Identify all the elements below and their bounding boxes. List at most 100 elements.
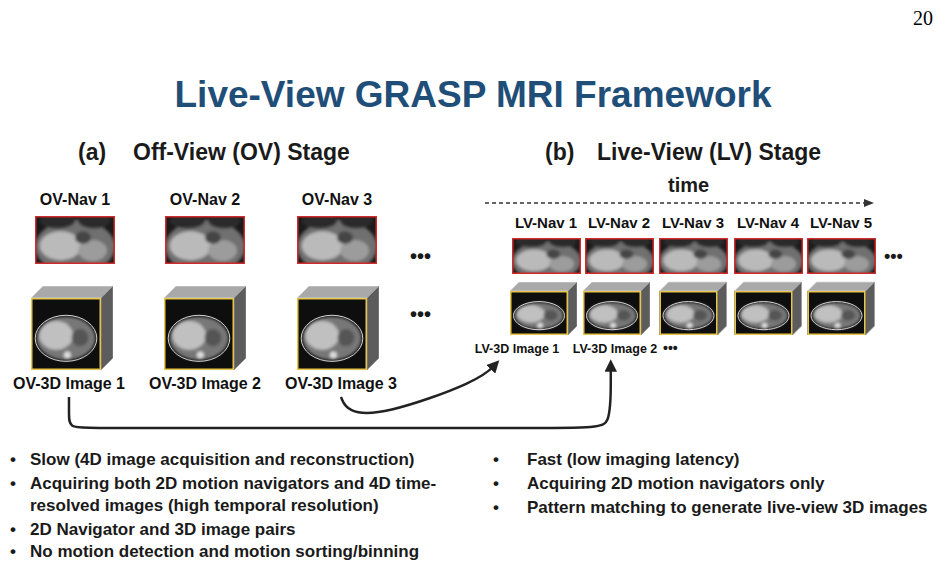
label-wrap: Live-View (LV) Stage — [597, 139, 821, 167]
cube-top-face — [583, 282, 650, 291]
volume-cube: LV-3D Image 1 — [475, 282, 577, 357]
skin-outline — [586, 302, 637, 330]
nav-image-anatomy — [659, 238, 728, 274]
liver-slice — [172, 321, 206, 350]
cube-front-ground — [660, 291, 718, 335]
spine-slice — [537, 323, 543, 329]
navigator-frame: LV-Nav 3 — [659, 214, 728, 274]
label-wrap: ••• — [410, 244, 431, 268]
organ-slice — [841, 310, 855, 321]
cube-front-ground — [735, 291, 793, 335]
cube-front-ground — [808, 291, 866, 335]
axis-label: time — [668, 173, 709, 197]
spine-slice — [687, 323, 693, 329]
nav-image-border — [512, 239, 580, 274]
navigator-image — [35, 216, 115, 264]
navigator-frame: LV-Nav 2 — [585, 214, 654, 274]
lung-region — [340, 216, 372, 228]
slide-title: Live-View GRASP MRI Framework — [175, 73, 772, 117]
cube-top-face — [297, 286, 379, 298]
stomach-region — [205, 231, 221, 243]
cube-front-border — [510, 292, 567, 335]
cube-side-face — [101, 286, 113, 370]
cube-side-face — [234, 286, 246, 370]
liver-region — [302, 231, 344, 260]
volume-cube: OV-3D Image 1 — [13, 286, 125, 394]
navigator-frame: LV-Nav 1 — [512, 214, 581, 274]
abdomen-slice — [812, 302, 861, 328]
abdomen-slice — [664, 302, 713, 328]
label-wrap: 2D Navigator and 3D image pairs — [30, 519, 295, 541]
spine-slice — [330, 351, 337, 358]
navigator-label: LV-Nav 4 — [737, 214, 799, 232]
navigator-image — [585, 238, 654, 274]
spine-slice — [64, 351, 71, 358]
label-wrap: • — [493, 449, 499, 471]
lung-region — [208, 216, 240, 228]
connector-group — [69, 363, 611, 428]
label-wrap: No motion detection and motion sorting/b… — [30, 541, 419, 563]
nav-image-anatomy — [512, 238, 581, 274]
cube-anatomy — [303, 317, 362, 360]
cube-front-ground — [31, 298, 101, 370]
title-wrap: Live-View GRASP MRI Framework — [0, 73, 946, 117]
lung-region — [170, 216, 205, 228]
liver-slice — [516, 305, 544, 323]
stage-heading: Live-View (LV) Stage — [597, 139, 821, 167]
navigator-label: LV-Nav 5 — [810, 214, 872, 232]
liver-region — [738, 250, 774, 272]
skin-outline — [663, 302, 714, 330]
navigator-frame: LV-Nav 4 — [734, 214, 803, 274]
lung-region — [78, 216, 110, 228]
label-wrap: • — [493, 497, 499, 519]
liver-region — [40, 231, 82, 260]
nav-image-border — [734, 239, 802, 274]
volume-cube — [660, 282, 727, 335]
cube-anatomy — [170, 317, 229, 360]
label-wrap: Pattern matching to generate live-view 3… — [527, 497, 928, 519]
liver-region — [170, 231, 212, 260]
label-wrap: • — [10, 449, 16, 471]
cube-front-border — [660, 292, 717, 335]
label-wrap: ••• — [410, 302, 431, 326]
label-wrap: Off-View (OV) Stage — [133, 139, 350, 167]
cube-top-face — [735, 282, 802, 291]
bullet-text: No motion detection and motion sorting/b… — [30, 541, 419, 563]
spine-slice — [762, 323, 768, 329]
abdomen-slice — [514, 302, 563, 328]
static-cubes — [660, 282, 875, 335]
stomach-region — [768, 250, 782, 259]
navigator-label: LV-Nav 2 — [588, 214, 650, 232]
label-wrap: 20 — [913, 6, 933, 30]
navigator-frame: LV-Nav 5 — [807, 214, 876, 274]
cube-anatomy — [739, 302, 788, 328]
cube-top-face — [660, 282, 727, 291]
cube-front-border — [735, 292, 792, 335]
abdomen-slice — [739, 302, 788, 328]
label-wrap: Fast (low imaging latency) — [527, 449, 740, 471]
label-wrap: ••• — [663, 340, 678, 357]
skin-outline — [301, 315, 363, 361]
ellipsis-dots: ••• — [884, 246, 903, 268]
image-label: OV-3D Image 1 — [13, 374, 125, 394]
cube-anatomy — [664, 302, 713, 328]
skin-outline — [738, 302, 789, 330]
cube-front-ground — [297, 298, 367, 370]
bullet-marker: • — [10, 473, 16, 495]
organ-slice — [693, 310, 707, 321]
liver-region — [811, 250, 847, 272]
organ-slice — [768, 310, 782, 321]
label-wrap: (a) — [78, 139, 106, 167]
navigator-frame: OV-Nav 3 — [297, 190, 377, 264]
time-axis-line — [485, 202, 864, 204]
bullet-marker: • — [493, 473, 499, 495]
cube-anatomy — [514, 302, 563, 328]
image-label: OV-3D Image 3 — [285, 374, 397, 394]
navigator-image — [659, 238, 728, 274]
navigator-image — [512, 238, 581, 274]
navigator-label: LV-Nav 1 — [515, 214, 577, 232]
liver-slice — [741, 305, 769, 323]
label-wrap: (b) — [545, 139, 574, 167]
cube-front-border — [583, 292, 640, 335]
organ-slice — [616, 310, 630, 321]
